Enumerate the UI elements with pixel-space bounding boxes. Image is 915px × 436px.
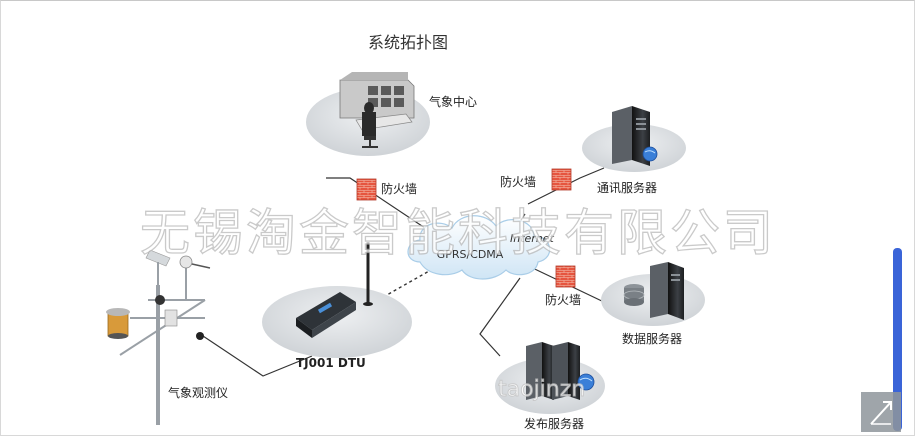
- firewall-1-icon: [356, 178, 377, 201]
- wireless-link: [377, 261, 446, 301]
- watermark-text: 无锡淘金智能科技有限公司: [140, 204, 776, 262]
- publish-server-label: 发布服务器: [524, 416, 584, 431]
- publish-server-icon: [526, 342, 595, 400]
- cloud-network-label: GPRS/CDMA: [437, 248, 504, 261]
- firewall-2-icon: [551, 168, 572, 191]
- cloud-icon: [407, 215, 551, 280]
- comm-server-label: 通讯服务器: [597, 180, 657, 195]
- internet-label: Internet: [510, 232, 555, 245]
- side-scrollbar[interactable]: [893, 248, 902, 431]
- line-cloud-publish: [479, 277, 521, 357]
- firewall-3-label: 防火墙: [545, 292, 581, 307]
- firewall-3-icon: [555, 265, 576, 288]
- dtu-device-icon: [296, 242, 373, 338]
- weather-station-label: 气象观测仪: [168, 385, 228, 400]
- firewall-1-label: 防火墙: [381, 181, 417, 196]
- firewall-2-label: 防火墙: [500, 174, 536, 189]
- data-server-icon: [623, 262, 684, 320]
- expand-corner-icon[interactable]: [861, 392, 901, 432]
- weather-center-label: 气象中心: [429, 94, 477, 109]
- data-server-label: 数据服务器: [622, 331, 682, 346]
- dtu-label: TJ001 DTU: [296, 356, 366, 370]
- comm-server-icon: [612, 106, 658, 166]
- station-connector-dot: [196, 332, 204, 340]
- weather-center-icon: [339, 72, 415, 148]
- weather-station-icon: [106, 249, 211, 425]
- watermark-small-text: taojinzn: [498, 377, 585, 402]
- line-station-dtu: [199, 333, 313, 377]
- line-center-cloud: [326, 177, 441, 239]
- line-firewall2-comm: [527, 167, 605, 205]
- diagram-title: 系统拓扑图: [368, 33, 448, 52]
